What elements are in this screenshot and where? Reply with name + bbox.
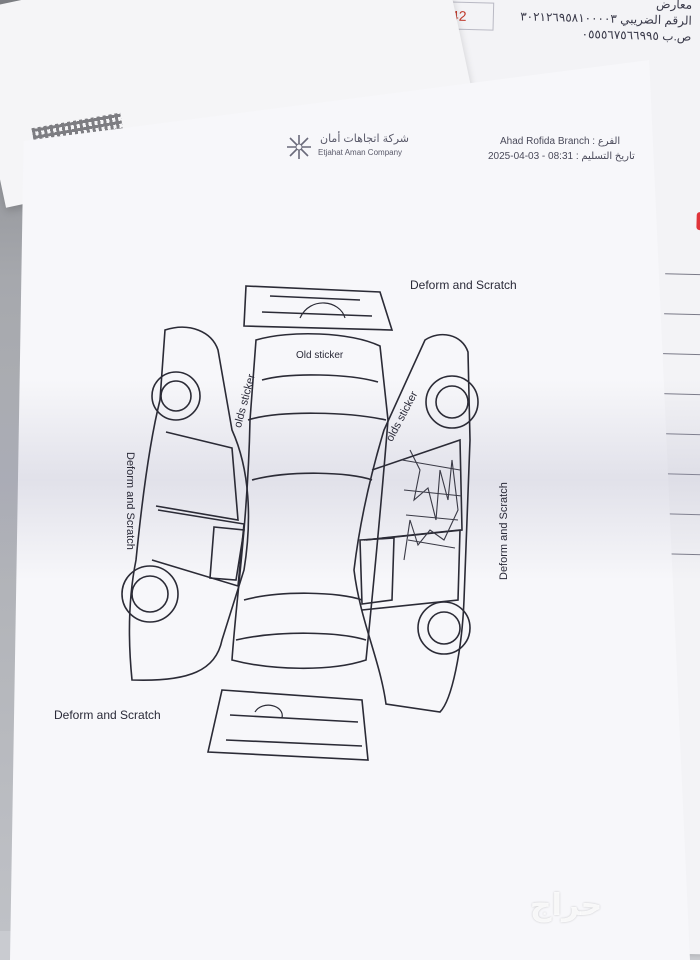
branch: Ahad Rofida Branch : الفرع: [500, 136, 621, 147]
rear-bumper-view: [207, 689, 369, 761]
company-logo-icon: [287, 135, 311, 159]
right-side-view: [353, 333, 479, 713]
label-top-right-damage: Deform and Scratch: [410, 278, 517, 292]
left-side-view: [121, 326, 250, 681]
label-right-damage: Deform and Scratch: [498, 482, 510, 580]
delivery-date: 2025-04-03 - 08:31 : تاريخ التسليم: [488, 151, 635, 162]
front-bumper-view: [243, 285, 394, 331]
watermark: حراج: [530, 889, 603, 922]
company-name-en: Etjahat Aman Company: [318, 148, 403, 157]
fold-shadow: [0, 380, 700, 580]
company-name-ar: شركة اتجاهات أمان: [320, 133, 409, 145]
label-bottom-left-damage: Deform and Scratch: [54, 708, 161, 722]
inspection-sheet: [10, 60, 690, 960]
car-damage-diagram: [121, 285, 479, 761]
label-roof-sticker: Old sticker: [296, 350, 344, 361]
damage-scribble: [401, 449, 463, 561]
label-left-damage: Deform and Scratch: [124, 452, 136, 550]
